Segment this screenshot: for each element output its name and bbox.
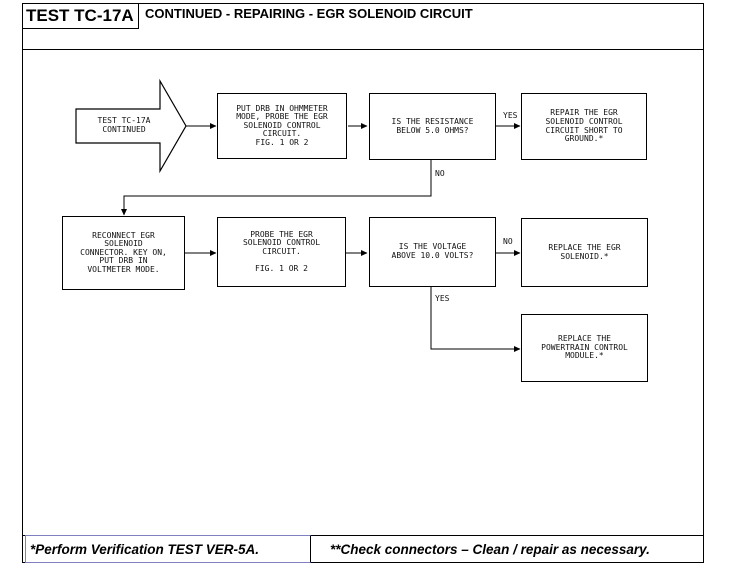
decision-resistance-label: IS THE RESISTANCE BELOW 5.0 OHMS? [391, 116, 474, 135]
decision-resistance: IS THE RESISTANCE BELOW 5.0 OHMS? [369, 93, 496, 160]
header-bar [22, 3, 704, 50]
yes-label-2: YES [435, 294, 450, 303]
step-reconnect-voltmeter-label: RECONNECT EGR SOLENOID CONNECTOR. KEY ON… [80, 230, 167, 274]
result-repair-short-label: REPAIR THE EGR SOLENOID CONTROL CIRCUIT … [545, 108, 623, 144]
step-reconnect-voltmeter: RECONNECT EGR SOLENOID CONNECTOR. KEY ON… [62, 216, 185, 290]
result-repair-short: REPAIR THE EGR SOLENOID CONTROL CIRCUIT … [521, 93, 647, 160]
footer-verification-note: *Perform Verification TEST VER-5A. [25, 535, 311, 563]
connector-decision2-yes [430, 287, 521, 352]
step-ohmmeter-probe: PUT DRB IN OHMMETER MODE, PROBE THE EGR … [217, 93, 347, 159]
page-title: CONTINUED - REPAIRING - EGR SOLENOID CIR… [145, 6, 473, 21]
test-id-label: TEST TC-17A [22, 3, 139, 29]
result-replace-solenoid-label: REPLACE THE EGR SOLENOID.* [548, 242, 621, 261]
step-ohmmeter-probe-label: PUT DRB IN OHMMETER MODE, PROBE THE EGR … [236, 103, 328, 147]
step-probe-circuit: PROBE THE EGR SOLENOID CONTROL CIRCUIT. … [217, 217, 346, 287]
connector-decision1-no [121, 160, 432, 216]
page-frame [22, 3, 704, 563]
footer-connectors-note: **Check connectors – Clean / repair as n… [330, 542, 650, 557]
no-label-1: NO [435, 169, 445, 178]
result-replace-pcm-label: REPLACE THE POWERTRAIN CONTROL MODULE.* [541, 334, 628, 361]
decision-voltage-label: IS THE VOLTAGE ABOVE 10.0 VOLTS? [391, 242, 474, 260]
result-replace-pcm: REPLACE THE POWERTRAIN CONTROL MODULE.* [521, 314, 648, 382]
step-probe-circuit-label: PROBE THE EGR SOLENOID CONTROL CIRCUIT. … [242, 229, 321, 273]
start-node-label: TEST TC-17A CONTINUED [97, 116, 151, 134]
decision-voltage: IS THE VOLTAGE ABOVE 10.0 VOLTS? [369, 217, 496, 287]
start-arrow-shape [75, 78, 187, 174]
no-label-2: NO [503, 237, 513, 246]
result-replace-solenoid: REPLACE THE EGR SOLENOID.* [521, 218, 648, 287]
start-node: TEST TC-17A CONTINUED [76, 92, 188, 160]
footer-bar [22, 535, 704, 563]
yes-label-1: YES [503, 111, 518, 120]
